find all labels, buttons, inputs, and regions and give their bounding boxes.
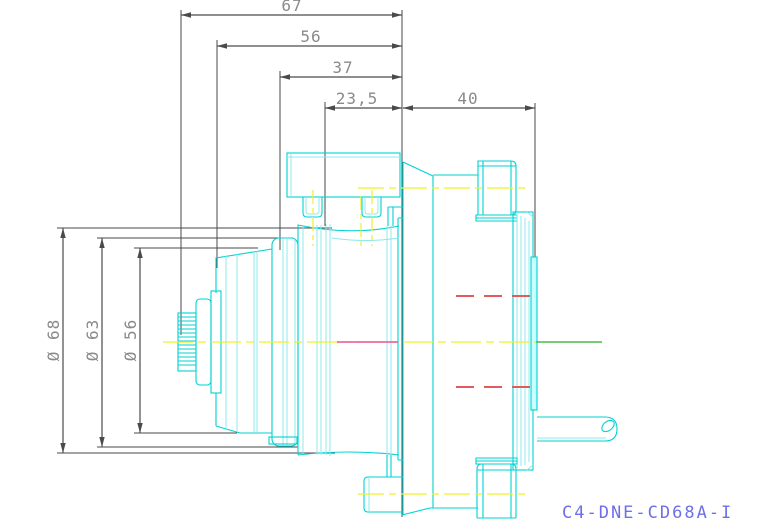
- mounting-plate: [286, 152, 401, 198]
- dim-arrow: [525, 105, 535, 111]
- rear-cover-face-band: [530, 256, 538, 411]
- arm-hole: [601, 419, 615, 433]
- dim-label-dia63: Ø 63: [83, 319, 102, 362]
- bolt-boss-top-2-inner: [364, 197, 379, 215]
- dim-label-23-5: 23,5: [336, 89, 379, 108]
- main-body: [297, 206, 403, 461]
- dim-arrow: [60, 443, 66, 453]
- part-outline: [177, 152, 618, 519]
- rear-bolt-top: [475, 160, 518, 222]
- hidden-lines: [456, 295, 536, 388]
- dimension-arrows: [60, 12, 535, 453]
- centerlines: [163, 187, 602, 495]
- bottom-boss: [363, 455, 403, 513]
- mounting-plate-inner: [287, 153, 400, 197]
- dim-arrow: [280, 74, 290, 80]
- dim-label-dia56: Ø 56: [121, 319, 140, 362]
- dim-label-40: 40: [457, 89, 478, 108]
- extension-lines: [57, 10, 536, 517]
- dimension-lines: [62, 14, 535, 453]
- dimensions: 67 56 37 23,5 40 Ø 68 Ø 63 Ø 56: [44, 0, 536, 517]
- dim-arrow: [217, 43, 227, 49]
- dim-arrow: [137, 423, 143, 433]
- dim-label-37: 37: [332, 58, 353, 77]
- dim-arrow: [392, 43, 402, 49]
- dim-arrow: [137, 248, 143, 258]
- dim-arrow: [325, 105, 335, 111]
- dim-arrow: [99, 437, 105, 447]
- dim-label-56: 56: [300, 27, 321, 46]
- dim-label-dia68: Ø 68: [44, 319, 63, 362]
- dim-arrow: [403, 105, 413, 111]
- spline-teeth: [178, 316, 196, 366]
- mounting-arm: [537, 416, 618, 442]
- dim-arrow: [181, 12, 191, 18]
- bolt-boss-top-1-inner: [305, 197, 320, 215]
- bell-foot: [268, 436, 298, 445]
- dim-arrow: [392, 74, 402, 80]
- rear-bolt-bottom: [475, 457, 518, 519]
- dim-label-67: 67: [281, 0, 302, 15]
- dim-arrow: [60, 228, 66, 238]
- main-body-steps: [302, 224, 400, 456]
- front-housing-steps: [225, 251, 258, 433]
- rear-housing: [401, 161, 478, 516]
- dim-arrow: [99, 238, 105, 248]
- rear-cover-plate: [512, 211, 534, 471]
- dim-arrow: [392, 12, 402, 18]
- dim-arrow: [392, 105, 402, 111]
- part-number-text: C4-DNE-CD68A-I: [562, 503, 733, 523]
- front-housing: [215, 248, 273, 434]
